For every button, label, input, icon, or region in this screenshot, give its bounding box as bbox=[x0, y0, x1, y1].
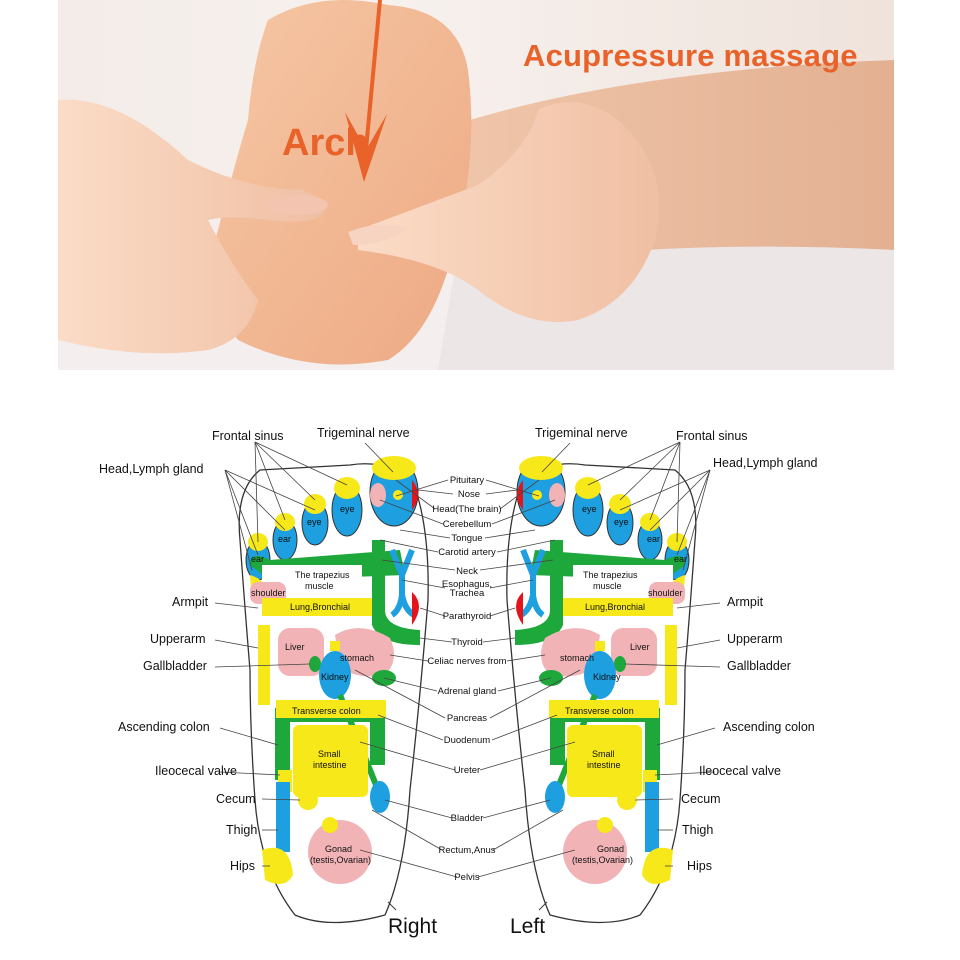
zone-muscle-right: muscle bbox=[305, 581, 334, 591]
zone-trapezius-left: The trapezius bbox=[583, 570, 638, 580]
label-armpit-right: Armpit bbox=[172, 595, 209, 609]
label-head-lymph-right: Head,Lymph gland bbox=[99, 462, 204, 476]
left-leader-lines bbox=[214, 441, 394, 867]
zone-transverse-right: Transverse colon bbox=[292, 706, 361, 716]
label-tongue: Tongue bbox=[451, 533, 482, 544]
label-armpit-left: Armpit bbox=[727, 595, 764, 609]
zone-lung-left: Lung,Bronchial bbox=[585, 602, 645, 612]
label-trigeminal-left: Trigeminal nerve bbox=[535, 426, 628, 440]
massage-photo: Acupressure massage Arch bbox=[58, 0, 894, 370]
label-parathyroid: Parathyroid bbox=[443, 611, 492, 622]
label-ureter: Ureter bbox=[454, 765, 480, 776]
label-upperarm-left: Upperarm bbox=[727, 632, 783, 646]
zone-eye-2-left: eye bbox=[614, 517, 629, 527]
zone-liver-right: Liver bbox=[285, 642, 305, 652]
label-thigh-left: Thigh bbox=[682, 823, 713, 837]
label-nose: Nose bbox=[458, 489, 480, 500]
zone-muscle-left: muscle bbox=[593, 581, 622, 591]
zone-testis-left: (testis,Ovarian) bbox=[572, 855, 633, 865]
foot-label-pointers bbox=[387, 901, 548, 911]
label-celiac: Celiac nerves from bbox=[427, 656, 506, 667]
zone-kidney-right: Kidney bbox=[321, 672, 349, 682]
arrow-shaft bbox=[363, 0, 382, 161]
label-pancreas: Pancreas bbox=[447, 713, 487, 724]
zone-labels-right: eye eye ear ear The trapezius muscle sho… bbox=[251, 504, 374, 865]
label-cecum-left: Cecum bbox=[681, 792, 721, 806]
label-ileocecal-right: Ileocecal valve bbox=[155, 764, 237, 778]
label-gallbladder-left: Gallbladder bbox=[727, 659, 791, 673]
label-bladder: Bladder bbox=[451, 813, 484, 824]
zone-small-left: Small bbox=[592, 749, 615, 759]
center-leader-lines bbox=[354, 479, 581, 878]
massage-illustration bbox=[58, 0, 894, 370]
label-ascending-colon-left: Ascending colon bbox=[723, 720, 815, 734]
zone-ear-1-left: ear bbox=[647, 534, 660, 544]
zone-ear-2-right: ear bbox=[251, 554, 264, 564]
zone-eye-1-right: eye bbox=[340, 504, 355, 514]
label-head-lymph-left: Head,Lymph gland bbox=[713, 456, 818, 470]
label-hips-right: Hips bbox=[230, 859, 255, 873]
label-head-brain: Head(The brain) bbox=[432, 504, 501, 515]
foot-label-left: Left bbox=[510, 915, 545, 938]
label-thigh-right: Thigh bbox=[226, 823, 257, 837]
zone-kidney-left: Kidney bbox=[593, 672, 621, 682]
caption-arch: Arch bbox=[282, 122, 369, 164]
label-cecum-right: Cecum bbox=[216, 792, 256, 806]
label-upperarm-right: Upperarm bbox=[150, 632, 206, 646]
zone-lung-right: Lung,Bronchial bbox=[290, 602, 350, 612]
fingertip-shape bbox=[348, 224, 408, 245]
label-hips-left: Hips bbox=[687, 859, 712, 873]
label-frontal-sinus-left: Frontal sinus bbox=[676, 429, 748, 443]
reflexology-chart: Frontal sinus Head,Lymph gland Armpit Up… bbox=[0, 370, 960, 960]
zone-small-right: Small bbox=[318, 749, 341, 759]
label-frontal-sinus-right: Frontal sinus bbox=[212, 429, 284, 443]
zone-testis-right: (testis,Ovarian) bbox=[310, 855, 371, 865]
label-thyroid: Thyroid bbox=[451, 637, 483, 648]
label-carotid: Carotid artery bbox=[438, 547, 496, 558]
label-pelvis: Pelvis bbox=[454, 872, 480, 883]
zone-gonad-left: Gonad bbox=[597, 844, 624, 854]
zone-eye-1-left: eye bbox=[582, 504, 597, 514]
foot-label-right: Right bbox=[388, 915, 437, 938]
arrow-head bbox=[345, 112, 387, 182]
label-ascending-colon-right: Ascending colon bbox=[118, 720, 210, 734]
zone-liver-left: Liver bbox=[630, 642, 650, 652]
label-esophagus: Esophagus, bbox=[442, 579, 492, 590]
zone-intestine-left: intestine bbox=[587, 760, 621, 770]
caption-acupressure: Acupressure massage bbox=[523, 38, 858, 73]
reflexology-diagram: Frontal sinus Head,Lymph gland Armpit Up… bbox=[99, 426, 818, 938]
label-rectum: Rectum,Anus bbox=[438, 845, 495, 856]
zone-gonad-right: Gonad bbox=[325, 844, 352, 854]
zone-eye-2-right: eye bbox=[307, 517, 322, 527]
label-cerebellum: Cerebellum bbox=[443, 519, 492, 530]
label-neck: Neck bbox=[456, 566, 478, 577]
left-hand-shape bbox=[58, 99, 324, 354]
label-ileocecal-left: Ileocecal valve bbox=[699, 764, 781, 778]
zone-ear-2-left: ear bbox=[674, 554, 687, 564]
label-pituitary: Pituitary bbox=[450, 475, 485, 486]
zone-ear-1-right: ear bbox=[278, 534, 291, 544]
label-duodenum: Duodenum bbox=[444, 735, 491, 746]
label-adrenal: Adrenal gland bbox=[438, 686, 497, 697]
label-trachea: Trachea bbox=[450, 588, 485, 599]
zone-labels-left: eye eye ear ear The trapezius muscle sho… bbox=[560, 504, 687, 865]
zone-stomach-left: stomach bbox=[560, 653, 594, 663]
zone-intestine-right: intestine bbox=[313, 760, 347, 770]
zone-transverse-left: Transverse colon bbox=[565, 706, 634, 716]
right-hand-shape bbox=[358, 102, 660, 322]
label-trigeminal-right: Trigeminal nerve bbox=[317, 426, 410, 440]
thumbnail-shape bbox=[268, 195, 328, 215]
foot-shape bbox=[211, 0, 472, 365]
right-leader-lines bbox=[541, 441, 721, 867]
zone-trapezius-right: The trapezius bbox=[295, 570, 350, 580]
label-gallbladder-right: Gallbladder bbox=[143, 659, 207, 673]
zone-shoulder-right: shoulder bbox=[251, 588, 286, 598]
zone-stomach-right: stomach bbox=[340, 653, 374, 663]
zone-shoulder-left: shoulder bbox=[648, 588, 683, 598]
